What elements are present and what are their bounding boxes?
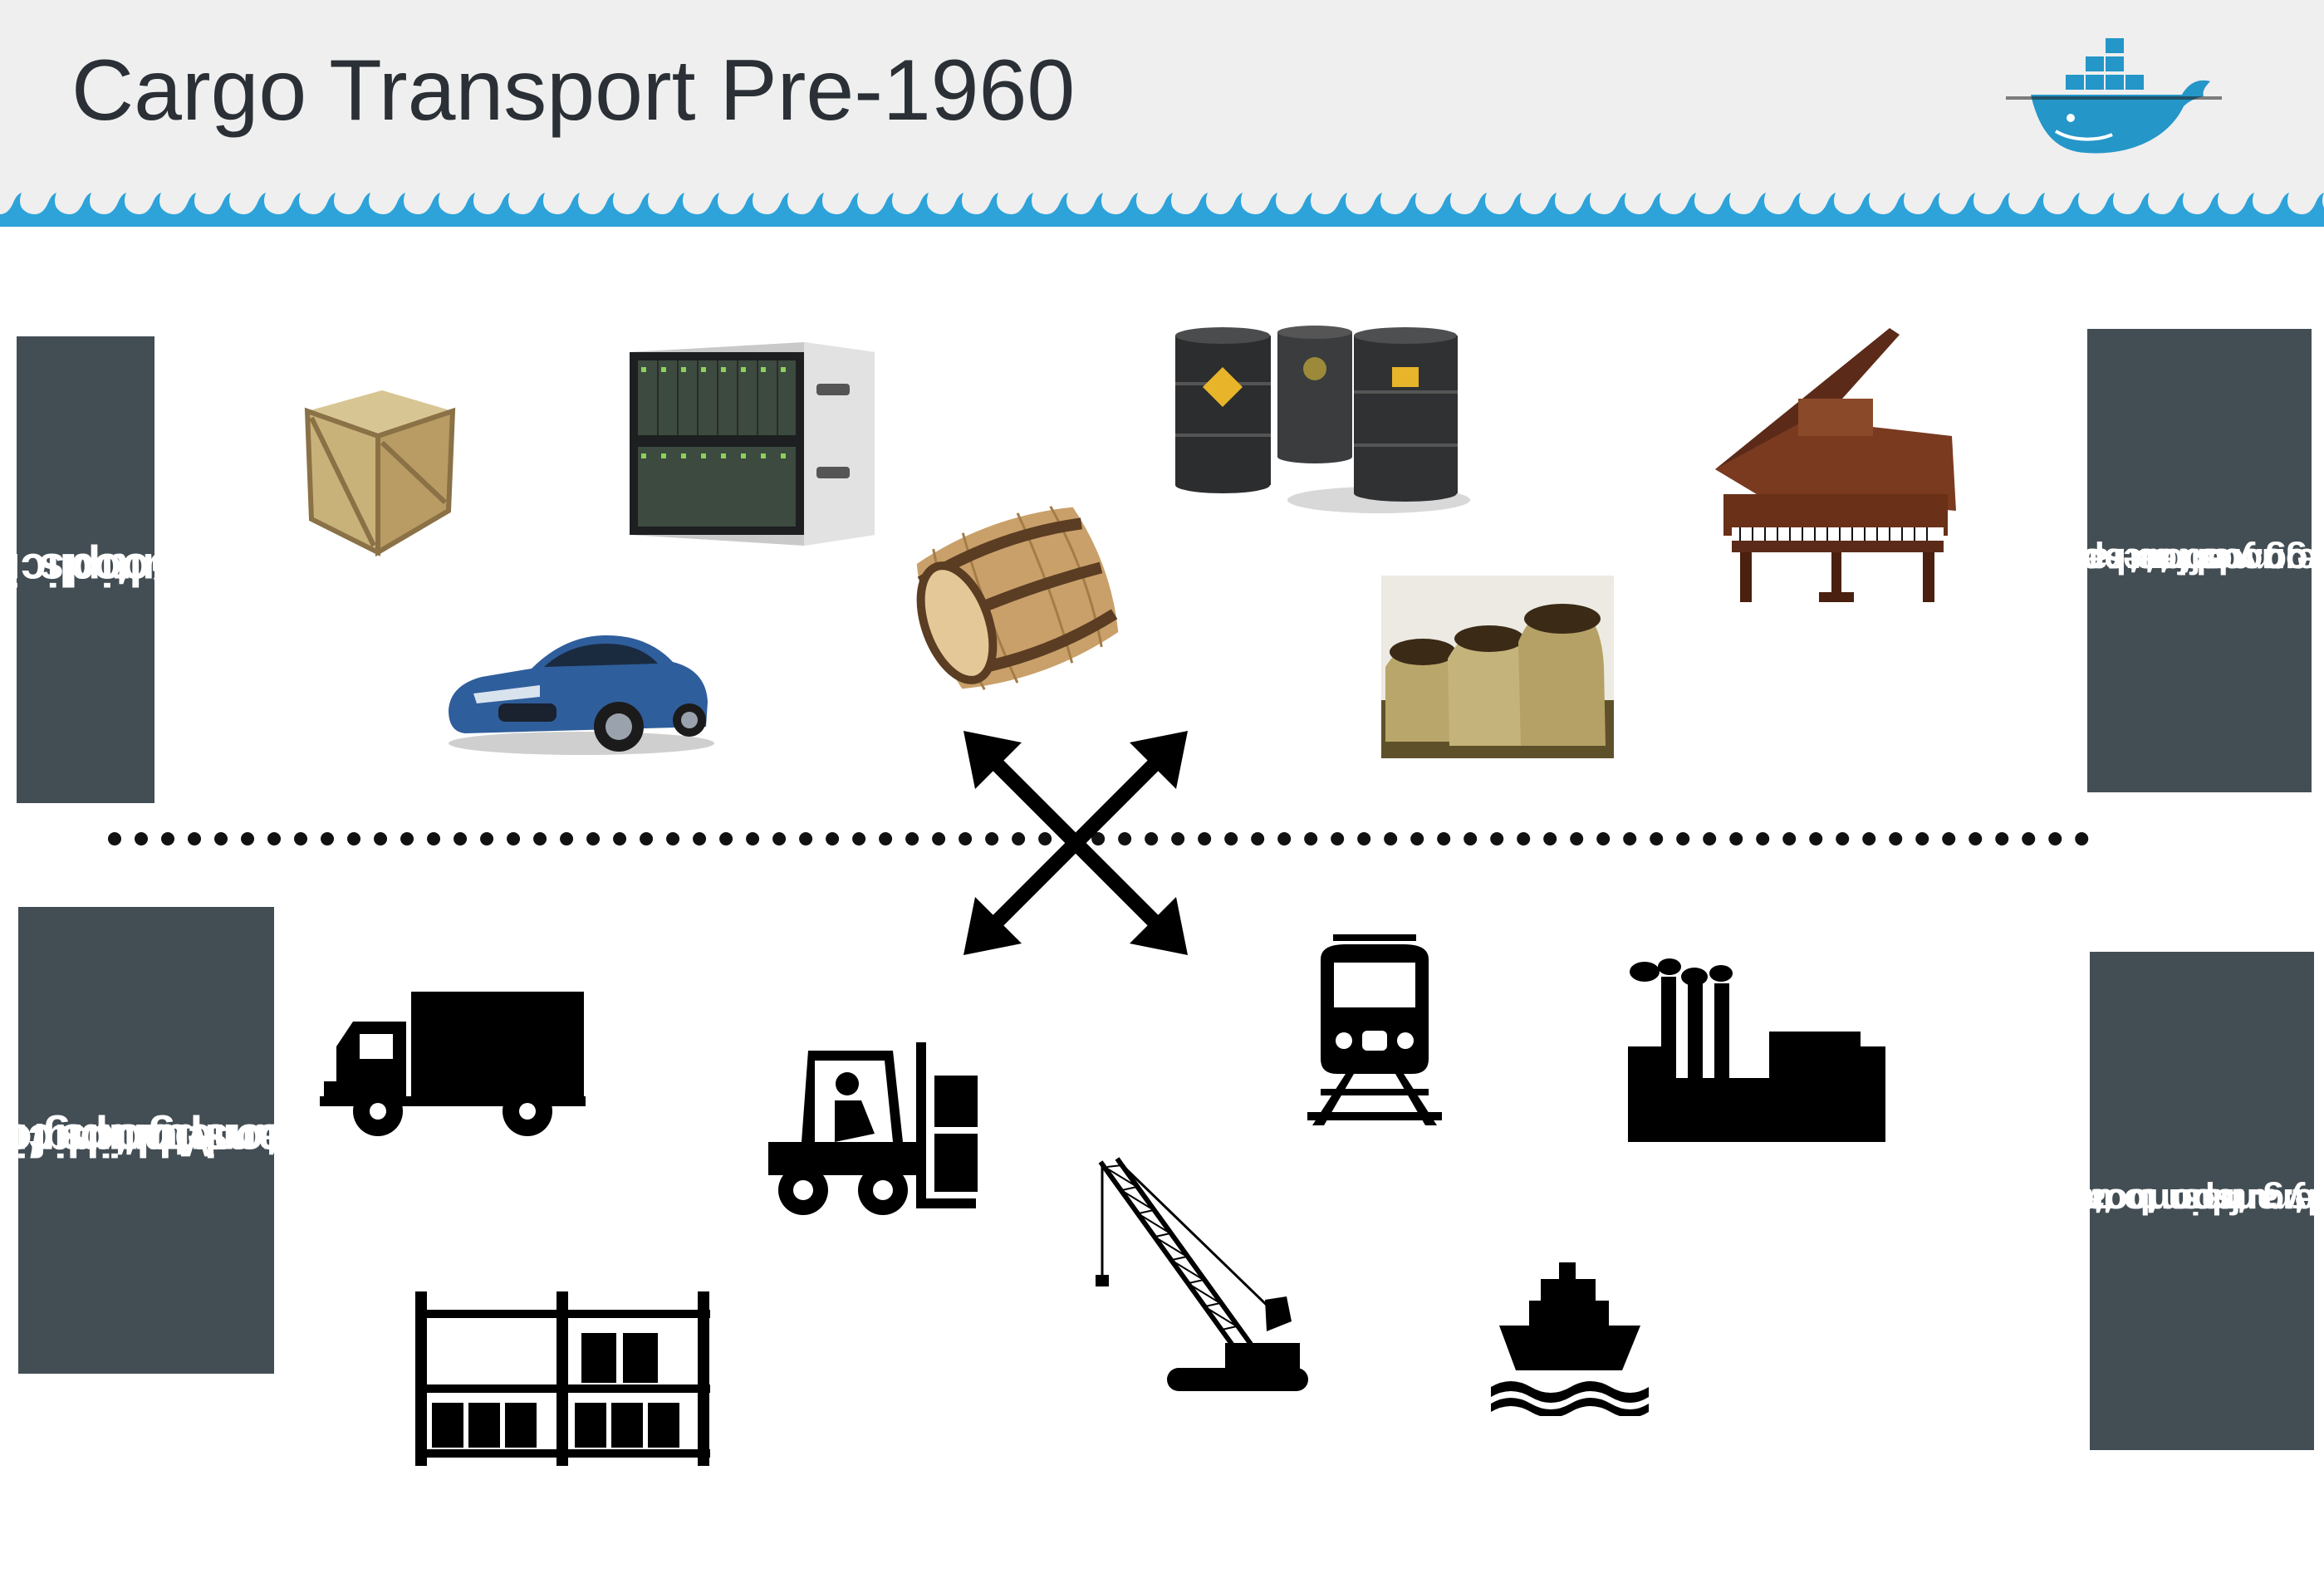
label-multiplicity-of-goods: Multiplicity of Goods xyxy=(17,336,154,803)
crossed-arrows-icon xyxy=(963,731,1188,955)
crane-icon xyxy=(1096,1157,1308,1391)
oil-drums-icon xyxy=(1175,326,1470,513)
sports-car-icon xyxy=(449,635,714,755)
forklift-icon xyxy=(768,1042,978,1215)
train-icon xyxy=(1307,934,1442,1125)
slide-title: Cargo Transport Pre-1960 xyxy=(71,42,1076,139)
wooden-crate-icon xyxy=(304,390,456,556)
server-rack-icon xyxy=(630,342,875,546)
ship-icon xyxy=(1491,1262,1649,1416)
label-goods-line-2: Goods xyxy=(38,544,154,596)
label-transport-line-4: train to truck) xyxy=(2090,1181,2248,1222)
wooden-barrel-icon xyxy=(916,506,1119,690)
warehouse-shelves-icon xyxy=(415,1291,710,1466)
slide-header: Cargo Transport Pre-1960 xyxy=(0,0,2324,227)
factory-icon xyxy=(1628,958,1885,1142)
docker-whale-logo-icon xyxy=(2006,38,2222,154)
header-waves xyxy=(0,189,2324,227)
label-worry-line-4: next to spices) xyxy=(2087,541,2256,581)
label-multiplicity-of-methods: Multiplicity of methods for transporting… xyxy=(18,907,274,1374)
grand-piano-icon xyxy=(1715,328,1956,602)
label-methods-line-4: storing xyxy=(147,1115,274,1167)
dotted-divider xyxy=(108,832,2089,845)
label-transport-quickly: Can I transport quickly and smoothly (e.… xyxy=(2090,952,2314,1450)
coffee-sacks-icon xyxy=(1381,576,1614,758)
label-worry-goods-interact: Do I worry about how goods interact (e.g… xyxy=(2087,329,2312,792)
truck-icon xyxy=(320,992,586,1136)
